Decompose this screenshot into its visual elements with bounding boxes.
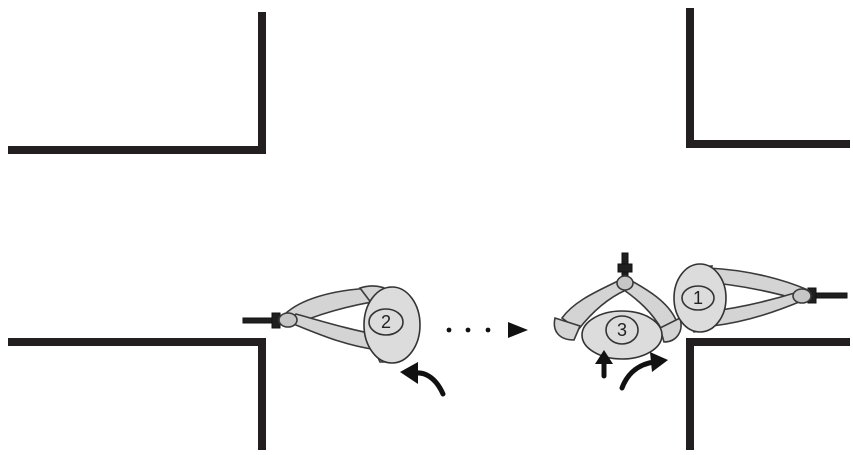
soldier-1-number: 1 — [693, 288, 703, 308]
soldier-2-figure: 2 — [242, 285, 421, 364]
soldier-3-turn-arrow — [619, 352, 668, 391]
wall-top-left — [8, 12, 266, 154]
soldier-1-figure: 1 — [673, 263, 848, 333]
soldier-2-turn-arrow — [400, 362, 446, 397]
soldier-3-forward-arrow — [595, 350, 613, 379]
soldier-3-figure: 3 — [553, 252, 682, 360]
soldier-2-number: 2 — [381, 312, 391, 332]
soldier-3-number: 3 — [617, 320, 627, 340]
wall-top-right — [686, 8, 850, 148]
wall-bottom-left — [8, 338, 266, 450]
movement-arrow — [446, 322, 528, 338]
wall-bottom-right — [686, 338, 850, 450]
